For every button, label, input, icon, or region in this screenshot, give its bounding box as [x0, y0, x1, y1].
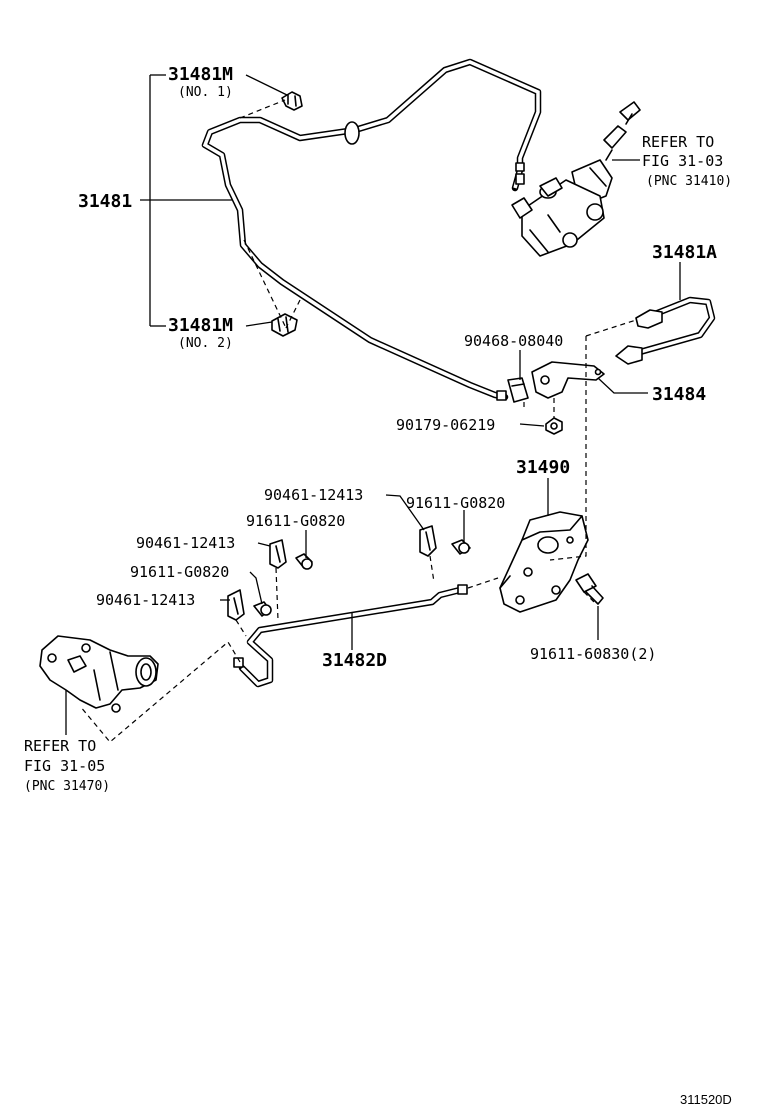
label-90468-08040: 90468-08040	[464, 332, 563, 350]
clamp-90461-12413-a[interactable]	[419, 525, 437, 557]
clamp-90461-12413-c[interactable]	[227, 589, 245, 621]
master-cylinder-ref	[511, 101, 641, 257]
label-refer-top-line1: REFER TO	[642, 133, 714, 151]
label-31481A: 31481A	[652, 242, 717, 263]
figure-id: 311520D	[680, 1092, 732, 1107]
label-31482D: 31482D	[322, 650, 387, 671]
label-refer-top-line3: (PNC 31410)	[646, 174, 732, 189]
label-refer-bottom-line2: FIG 31-05	[24, 757, 105, 775]
label-31481: 31481	[78, 191, 132, 212]
label-31481M-no2-sub: (NO. 2)	[178, 336, 233, 351]
dashed-connections	[79, 99, 637, 743]
clamp-31481M-no1[interactable]	[281, 91, 303, 111]
label-90179-06219: 90179-06219	[396, 416, 495, 434]
label-90461-12413-a: 90461-12413	[264, 486, 363, 504]
bracket-31484[interactable]	[531, 361, 605, 399]
label-refer-bottom-line1: REFER TO	[24, 737, 96, 755]
label-refer-top-line2: FIG 31-03	[642, 152, 723, 170]
label-31481M-no2: 31481M	[168, 315, 233, 336]
leader-lines	[65, 74, 681, 735]
clutch-tube-31482D[interactable]	[233, 584, 468, 688]
release-cylinder-ref	[39, 635, 159, 713]
label-90461-12413-b: 90461-12413	[136, 534, 235, 552]
bolt-91611-G0820-b[interactable]	[295, 553, 313, 570]
clamp-90461-12413-b[interactable]	[269, 539, 287, 569]
label-refer-bottom-line3: (PNC 31470)	[24, 779, 110, 794]
flex-hose-31481A[interactable]	[615, 296, 716, 365]
label-31484: 31484	[652, 384, 706, 405]
label-91611-G0820-c: 91611-G0820	[130, 563, 229, 581]
bracket-31490[interactable]	[499, 511, 589, 613]
bolt-91611-G0820-c[interactable]	[253, 601, 272, 617]
clip-90468-08040[interactable]	[507, 377, 529, 403]
bolt-91611-60830[interactable]	[575, 573, 604, 605]
label-31481M-no1-sub: (NO. 1)	[178, 85, 233, 100]
bolt-91611-G0820-a[interactable]	[451, 539, 471, 555]
label-90461-12413-c: 90461-12413	[96, 591, 195, 609]
nut-90179-06219[interactable]	[545, 417, 563, 435]
label-91611-60830: 91611-60830(2)	[530, 645, 656, 663]
label-31490: 31490	[516, 457, 570, 478]
clutch-tube-31481[interactable]	[201, 58, 542, 401]
label-91611-G0820-a: 91611-G0820	[406, 494, 505, 512]
label-31481M-no1: 31481M	[168, 64, 233, 85]
label-91611-G0820-b: 91611-G0820	[246, 512, 345, 530]
